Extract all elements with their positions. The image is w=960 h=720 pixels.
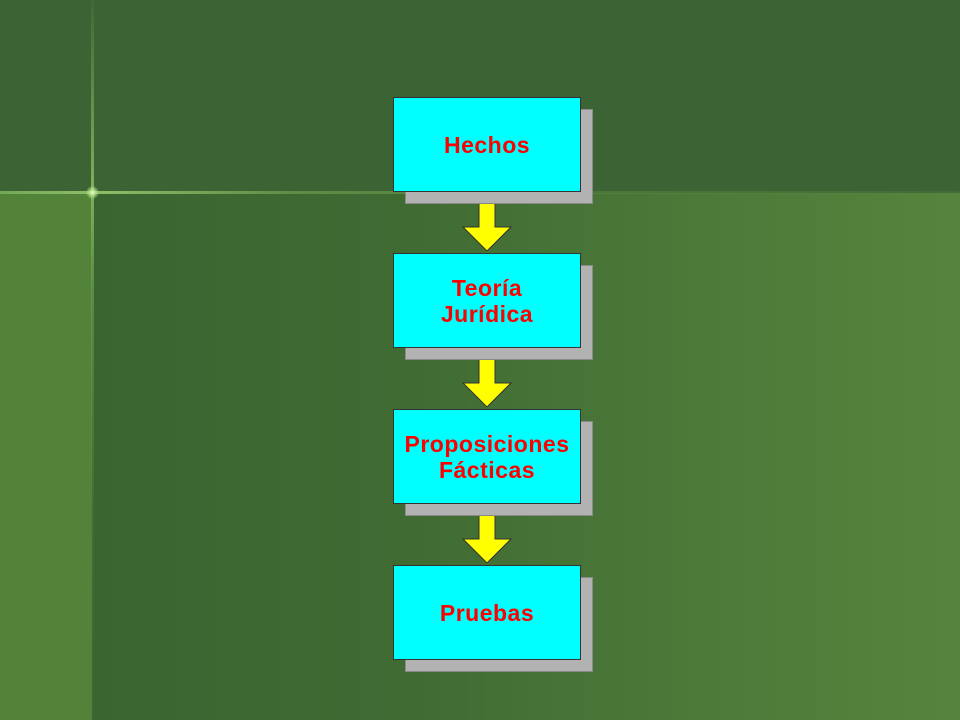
node-proposiciones-facticas: Proposiciones Fácticas (393, 409, 593, 516)
background-left-strip (0, 193, 92, 720)
node-label-line-2: Jurídica (440, 300, 534, 327)
node-label-line-1: Teoría (451, 274, 523, 301)
node-teoria-juridica: Teoría Jurídica (393, 253, 593, 360)
decorative-vertical-line (91, 0, 94, 720)
node-box: Proposiciones Fácticas (393, 409, 581, 504)
node-label-line-1: Proposiciones (404, 430, 570, 457)
node-pruebas: Pruebas (393, 565, 593, 672)
node-label-line-2: Fácticas (438, 456, 536, 483)
node-label-line-1: Pruebas (439, 599, 535, 626)
node-label-line-1: Hechos (443, 131, 531, 158)
node-box: Pruebas (393, 565, 581, 660)
node-box: Teoría Jurídica (393, 253, 581, 348)
node-hechos: Hechos (393, 97, 593, 204)
node-box: Hechos (393, 97, 581, 192)
decorative-sparkle-icon (86, 186, 99, 199)
